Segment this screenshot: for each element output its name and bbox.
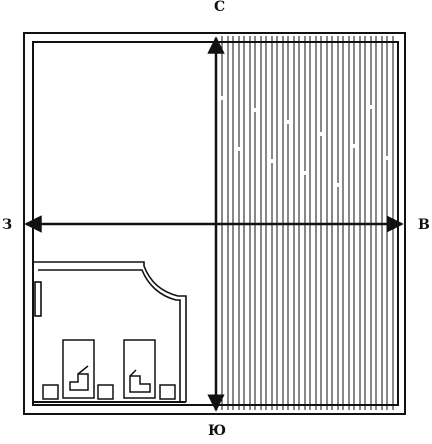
compass-east-label: В bbox=[418, 217, 430, 233]
building-window bbox=[34, 281, 42, 317]
building-inner-wall bbox=[38, 269, 181, 402]
cabinet-right bbox=[159, 384, 176, 400]
cabinet-left bbox=[42, 384, 59, 400]
compass-west-label: З bbox=[2, 217, 13, 233]
building-outline bbox=[34, 261, 187, 402]
building bbox=[34, 261, 187, 403]
compass-north-label: С bbox=[214, 0, 226, 15]
cabinet-middle bbox=[97, 384, 114, 400]
bed-right bbox=[123, 339, 156, 399]
compass-south-label: Ю bbox=[208, 423, 227, 439]
outer-boundary bbox=[23, 32, 406, 415]
bed-left bbox=[62, 339, 95, 399]
